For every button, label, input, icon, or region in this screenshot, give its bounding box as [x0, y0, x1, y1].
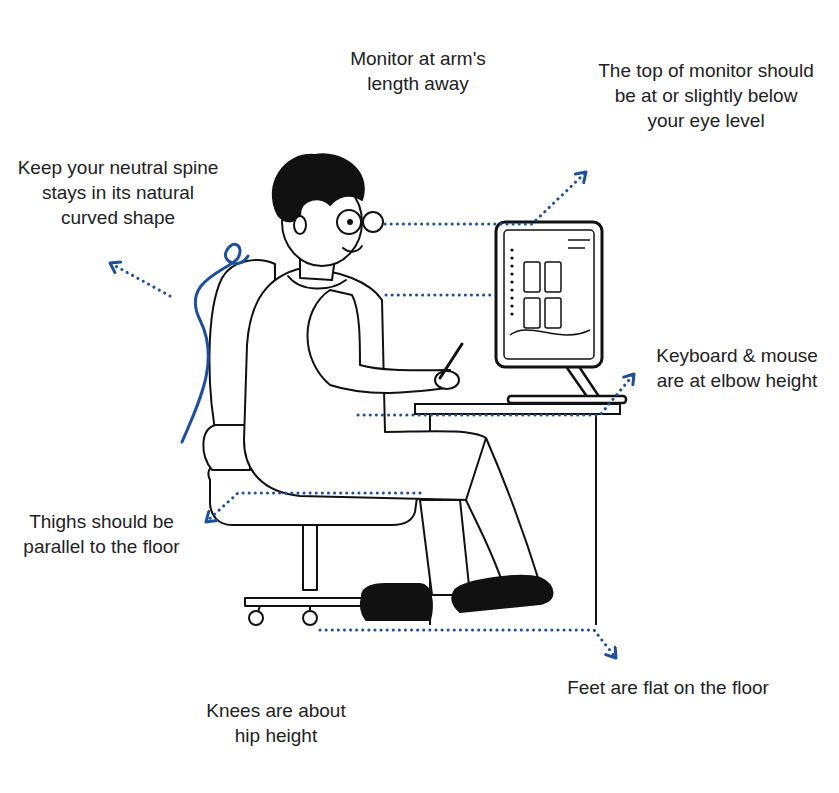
- callout-label: Feet are flat on the floor: [518, 675, 818, 700]
- callout-label: Thighs should be parallel to the floor: [4, 509, 199, 559]
- monitor: [496, 222, 626, 403]
- callout-label: Keep your neutral spine stays in its nat…: [16, 155, 221, 230]
- callout-label: Knees are about hip height: [194, 698, 359, 748]
- leader-lines: [110, 172, 634, 658]
- callout-label: Monitor at arm's length away: [331, 46, 506, 96]
- callout-label: The top of monitor should be at or sligh…: [597, 58, 815, 133]
- spine-curve: [182, 244, 248, 442]
- callout-label: Keyboard & mouse are at elbow height: [643, 343, 831, 393]
